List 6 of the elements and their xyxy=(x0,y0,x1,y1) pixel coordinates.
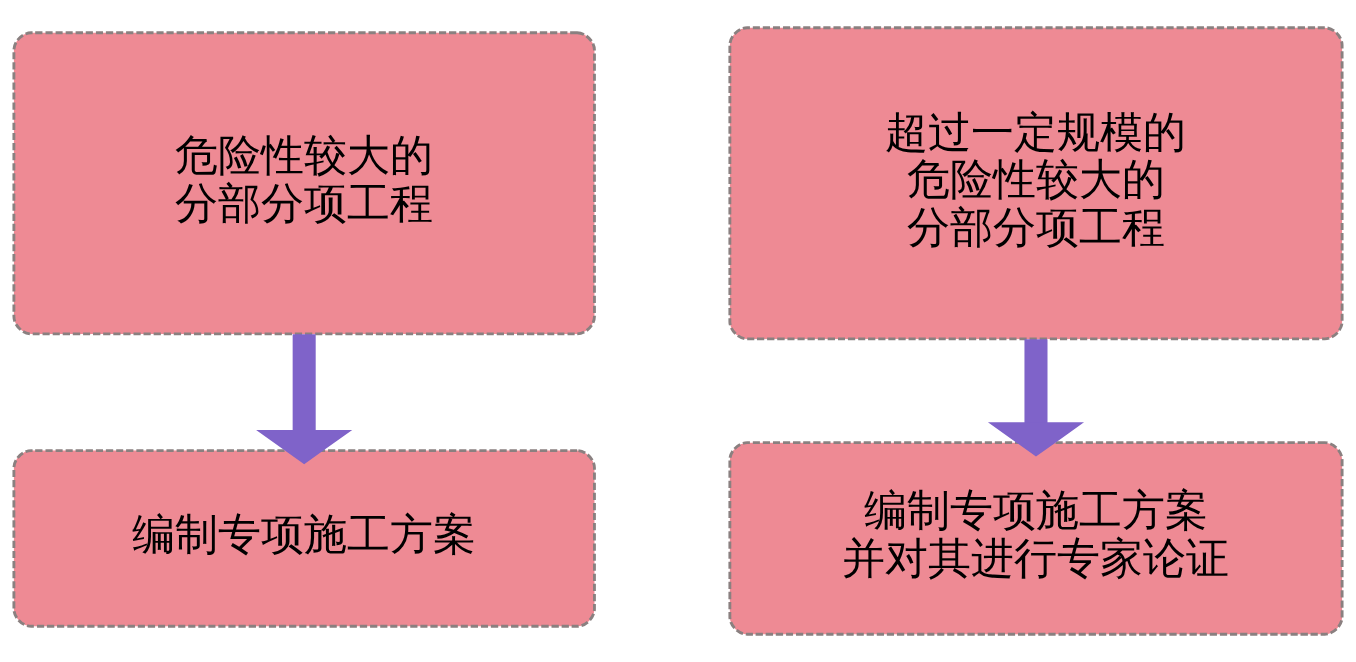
arrow xyxy=(256,334,353,465)
node-box: 编制专项施工方案并对其进行专家论证 xyxy=(728,441,1344,636)
arrow xyxy=(987,339,1084,457)
node-box: 编制专项施工方案 xyxy=(12,449,596,628)
node-box: 危险性较大的分部分项工程 xyxy=(12,31,596,336)
node-box: 超过一定规模的危险性较大的分部分项工程 xyxy=(728,26,1344,341)
